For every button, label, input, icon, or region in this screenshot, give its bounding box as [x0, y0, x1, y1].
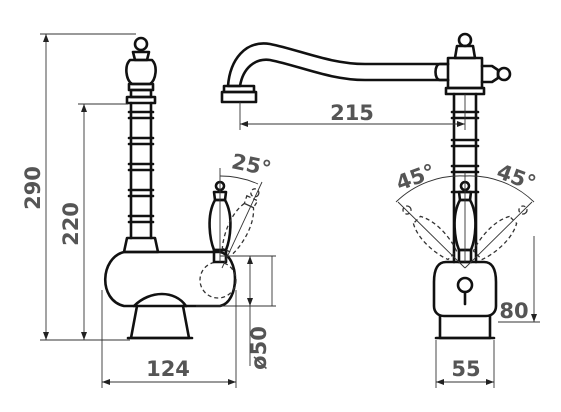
dimension-25-degrees: 25°: [230, 149, 274, 181]
dimension-55: 55: [451, 357, 480, 381]
dimension-124: 124: [146, 357, 190, 381]
side-view: [220, 32, 528, 340]
dimension-80: 80: [499, 299, 528, 323]
dimension-45-degrees-left: 45°: [393, 159, 439, 195]
dimension-290: 290: [21, 166, 45, 210]
front-view: [103, 36, 260, 340]
dimension-220: 220: [59, 202, 83, 246]
dimension-diameter-50: ø50: [247, 326, 271, 370]
dimension-lines: [40, 33, 540, 388]
dimension-45-degrees-right: 45°: [494, 159, 540, 195]
dimension-215: 215: [330, 101, 374, 125]
